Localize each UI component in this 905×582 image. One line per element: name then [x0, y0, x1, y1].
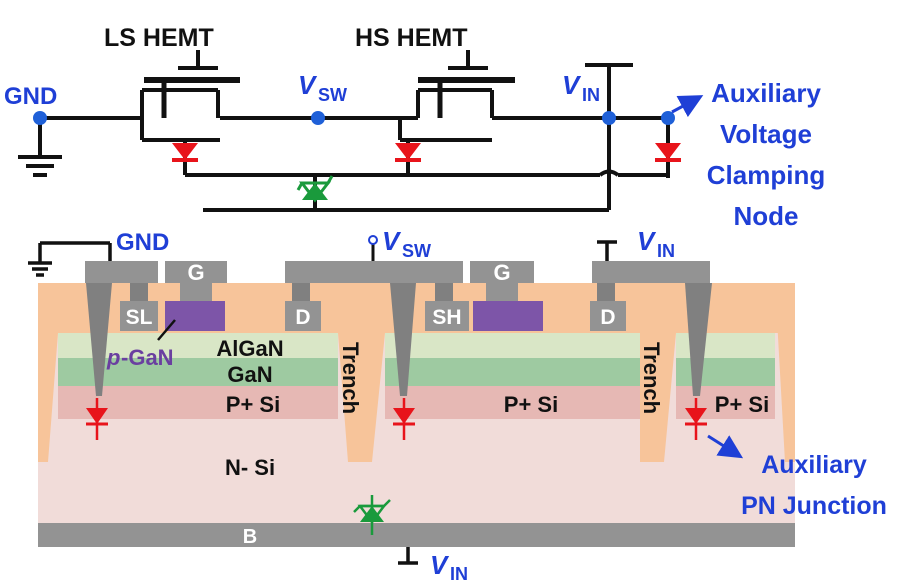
- diode-icon-hs: [395, 143, 421, 162]
- vin-top-terminal: [597, 240, 617, 261]
- vin-bottom-terminal: [398, 547, 418, 565]
- vin-label: V: [562, 70, 582, 100]
- drain-label-hs: D: [600, 306, 615, 329]
- right-edge-trench: [775, 283, 795, 462]
- source-contact-hs: [425, 301, 469, 331]
- substrate-label: B: [243, 526, 257, 548]
- aux-node-label-2: Voltage: [720, 119, 812, 149]
- p-gan-hs: [473, 301, 543, 331]
- vin-metal-pad: [592, 261, 710, 283]
- diode-icon-ls: [172, 143, 198, 162]
- gnd-label: GND: [4, 83, 57, 110]
- gate-label-hs: G: [493, 260, 510, 285]
- gan-layer-right: [385, 358, 640, 386]
- vsw-label: V: [298, 70, 318, 100]
- cross-vin-subscript: IN: [657, 241, 675, 261]
- algan-layer-left: [58, 333, 338, 358]
- aux-junction-label-2: PN Junction: [741, 492, 887, 520]
- p-si-label-left: P+ Si: [226, 392, 280, 417]
- drain-contact-ls: [285, 301, 321, 331]
- hs-hemt-label: HS HEMT: [355, 24, 468, 52]
- device-cross-section: [38, 261, 795, 547]
- cross-vsw-subscript: SW: [402, 241, 431, 261]
- diode-icon-cross-hs: [393, 398, 415, 440]
- p-gan-label-italic: p: [106, 345, 120, 370]
- hs-via: [390, 283, 416, 396]
- wire-crossover: [598, 169, 620, 177]
- vsw-probe-node: [368, 235, 378, 245]
- substrate-electrode: [38, 523, 795, 547]
- aux-node-label-3: Clamping: [707, 160, 825, 190]
- aux-node: [661, 111, 675, 125]
- source-contact-ls: [120, 301, 158, 331]
- p-si-layer-left: [58, 386, 338, 419]
- ls-via: [86, 283, 112, 396]
- trench-label-left: Trench: [338, 342, 363, 414]
- cross-vin-label: V: [637, 226, 657, 256]
- bottom-vin-subscript: IN: [450, 564, 468, 582]
- source-label-hs: SH: [432, 306, 461, 329]
- vin-node: [602, 111, 616, 125]
- tvs-diode-icon: [296, 175, 334, 203]
- left-edge-trench: [38, 283, 58, 462]
- aux-node-arrow: [671, 95, 704, 118]
- bottom-vin-label: V: [430, 550, 450, 580]
- vsw-node: [311, 111, 325, 125]
- circuit-schematic: [38, 50, 670, 212]
- n-si-label: N- Si: [225, 455, 275, 480]
- p-gan-pointer: [157, 319, 176, 341]
- trench-left: [338, 333, 385, 462]
- gnd-metal-pad: [85, 261, 158, 283]
- cross-gnd-label: GND: [116, 229, 169, 256]
- diode-icon-cross-aux: [685, 398, 707, 440]
- gate-metal-hs: [470, 261, 534, 283]
- trench-right: [640, 333, 676, 462]
- hs-hemt-symbol: [398, 50, 515, 142]
- p-si-label-middle: P+ Si: [504, 392, 558, 417]
- passivation-layer: [38, 283, 795, 333]
- vsw-metal-pad: [285, 261, 463, 283]
- trench-label-right: Trench: [639, 342, 664, 414]
- aux-junction-label-1: Auxiliary: [761, 451, 867, 479]
- source-label-ls: SL: [126, 306, 153, 329]
- gate-label-ls: G: [187, 260, 204, 285]
- p-gan-ls: [165, 301, 225, 331]
- vin-via: [685, 283, 712, 396]
- aux-node-label-1: Auxiliary: [711, 78, 821, 108]
- gate-metal-ls: [165, 261, 227, 283]
- algan-layer-right: [385, 333, 640, 358]
- p-gan-label: -GaN: [121, 345, 174, 370]
- drain-label-ls: D: [295, 306, 310, 329]
- tvs-diode-icon-cross: [353, 495, 391, 535]
- algan-label: AlGaN: [216, 336, 283, 361]
- vsw-subscript: SW: [318, 85, 347, 105]
- aux-junction-arrow: [707, 434, 744, 459]
- diode-icon-aux: [655, 143, 681, 162]
- ls-hemt-symbol: [140, 50, 240, 142]
- p-si-layer-right: [385, 386, 640, 419]
- p-si-label-right: P+ Si: [715, 392, 769, 417]
- gnd-node: [33, 111, 47, 125]
- ls-hemt-label: LS HEMT: [104, 24, 214, 52]
- ground-icon: [18, 155, 62, 177]
- drain-contact-hs: [590, 301, 626, 331]
- ground-icon-cross: [28, 241, 112, 277]
- vin-subscript: IN: [582, 85, 600, 105]
- aux-node-label-4: Node: [734, 201, 799, 231]
- cross-vsw-label: V: [382, 226, 402, 256]
- gan-label: GaN: [227, 362, 272, 387]
- diode-icon-cross-ls: [86, 398, 108, 440]
